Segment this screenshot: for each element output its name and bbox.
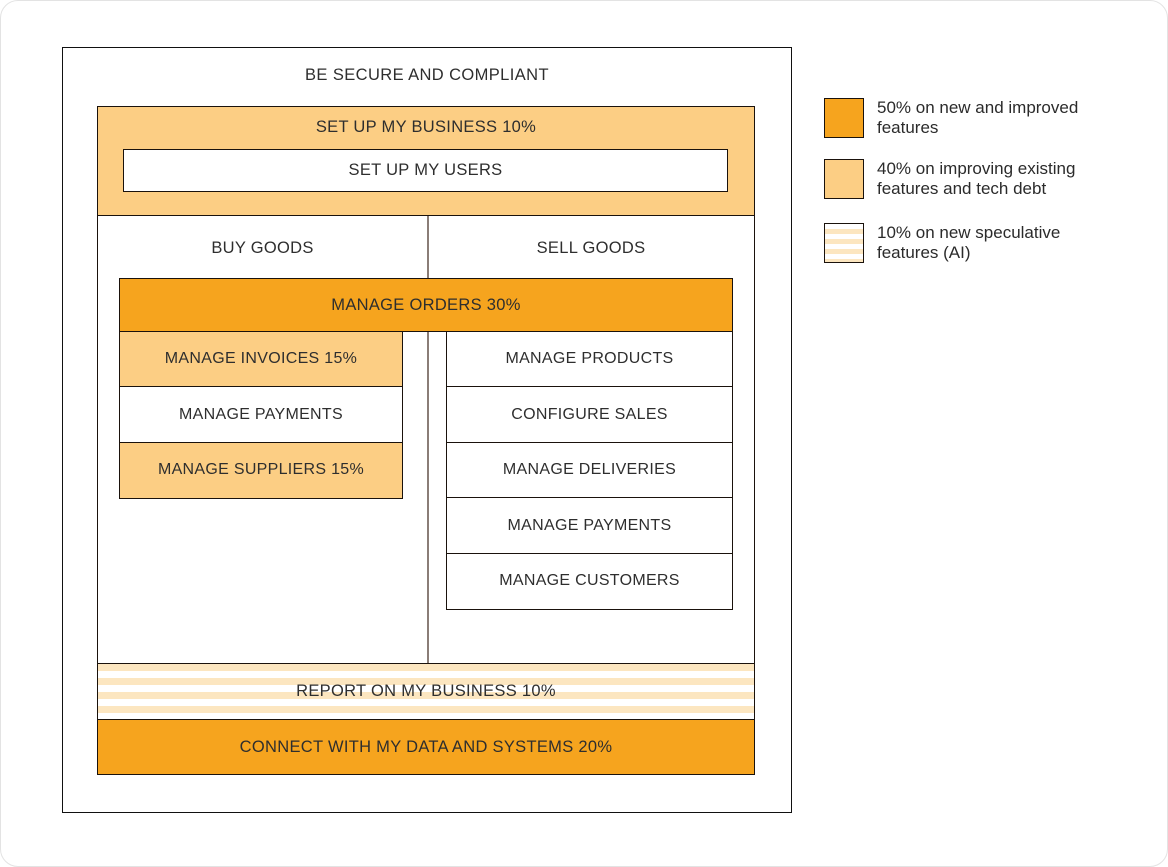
report-on-business-label: REPORT ON MY BUSINESS 10% (296, 682, 556, 700)
legend-label-new-features: 50% on new and improved features (877, 98, 1079, 137)
manage-customers-label: MANAGE CUSTOMERS (499, 572, 680, 589)
manage-suppliers-label: MANAGE SUPPLIERS 15% (157, 461, 365, 478)
light-orange-swatch (824, 159, 864, 199)
sell-goods-stack: MANAGE PRODUCTS CONFIGURE SALES MANAGE D… (446, 330, 733, 610)
manage-deliveries-box: MANAGE DELIVERIES (446, 441, 733, 499)
configure-sales-box: CONFIGURE SALES (446, 386, 733, 443)
setup-my-users-label: SET UP MY USERS (348, 161, 503, 179)
configure-sales-label: CONFIGURE SALES (511, 405, 668, 423)
buy-sell-columns-box: BUY GOODS SELL GOODS MANAGE ORDERS 30% M… (97, 215, 755, 664)
manage-products-label: MANAGE PRODUCTS (505, 350, 674, 367)
outer-box-title: BE SECURE AND COMPLIANT (305, 66, 549, 84)
legend-item-new-features: 50% on new and improved features (824, 98, 1099, 138)
manage-products-box: MANAGE PRODUCTS (446, 330, 733, 388)
be-secure-compliant-box: BE SECURE AND COMPLIANT SET UP MY BUSINE… (62, 47, 792, 813)
manage-customers-box: MANAGE CUSTOMERS (446, 552, 733, 610)
connect-data-systems-label: CONNECT WITH MY DATA AND SYSTEMS 20% (239, 737, 613, 756)
legend-item-existing-features: 40% on improving existing features and t… (824, 159, 1099, 199)
legend-label-speculative-features: 10% on new speculative features (AI) (877, 223, 1061, 262)
buy-goods-stack: MANAGE INVOICES 15% MANAGE PAYMENTS MANA… (119, 330, 403, 499)
report-on-business-box: REPORT ON MY BUSINESS 10% (97, 662, 755, 721)
setup-my-users-box: SET UP MY USERS (123, 149, 728, 192)
striped-cream-swatch (824, 223, 864, 263)
manage-orders-box: MANAGE ORDERS 30% (119, 278, 733, 332)
manage-payments-sell-box: MANAGE PAYMENTS (446, 497, 733, 554)
manage-deliveries-label: MANAGE DELIVERIES (502, 461, 677, 478)
column-divider-line (427, 216, 429, 663)
manage-payments-buy-label: MANAGE PAYMENTS (179, 405, 343, 423)
manage-orders-label: MANAGE ORDERS 30% (331, 295, 521, 314)
manage-payments-sell-label: MANAGE PAYMENTS (507, 516, 672, 534)
setup-my-business-box: SET UP MY BUSINESS 10% SET UP MY USERS (97, 106, 755, 216)
manage-payments-buy-box: MANAGE PAYMENTS (119, 386, 403, 443)
buy-goods-header: BUY GOODS (211, 238, 314, 257)
manage-invoices-label: MANAGE INVOICES 15% (164, 350, 358, 367)
legend-item-speculative-features: 10% on new speculative features (AI) (824, 223, 1099, 263)
manage-invoices-box: MANAGE INVOICES 15% (119, 330, 403, 388)
manage-suppliers-box: MANAGE SUPPLIERS 15% (119, 441, 403, 499)
setup-my-business-label: SET UP MY BUSINESS 10% (315, 118, 537, 136)
sell-goods-header: SELL GOODS (536, 238, 646, 257)
solid-orange-swatch (824, 98, 864, 138)
legend-label-existing-features: 40% on improving existing features and t… (877, 159, 1076, 198)
connect-data-systems-box: CONNECT WITH MY DATA AND SYSTEMS 20% (97, 719, 755, 775)
